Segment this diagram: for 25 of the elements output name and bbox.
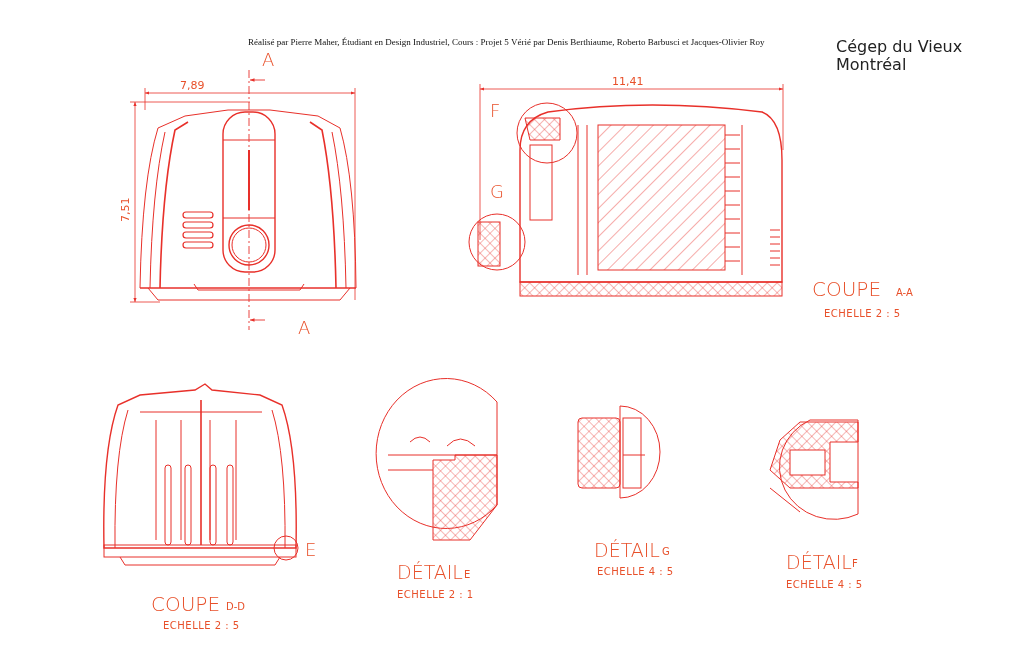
view-suffix: G — [662, 547, 670, 557]
view-suffix: A-A — [896, 288, 913, 298]
dimension-value: 7,89 — [180, 80, 205, 91]
dimension-value: 7,51 — [120, 197, 131, 222]
view-title: COUPE — [812, 279, 882, 299]
detail-mark: F — [490, 102, 501, 120]
scale-note: ECHELLE 4 : 5 — [597, 567, 674, 577]
credits-note: Réalisé par Pierre Maher, Étudiant en Design Industriel, Cours : Projet 5 Vérié par Denis Berthiaume, Roberto Barbusci et Jacques-Olivier Roy — [248, 38, 765, 47]
school-name: Cégep du Vieux Montréal — [836, 38, 964, 74]
dimension-value: 11,41 — [612, 76, 644, 87]
detail-mark: E — [305, 541, 317, 559]
view-title: COUPE — [151, 594, 221, 614]
section-mark: A — [298, 319, 311, 337]
view-suffix: D-D — [226, 602, 245, 612]
view-title: DÉTAIL — [594, 541, 660, 560]
section-mark: A — [262, 51, 275, 69]
detail-mark: G — [490, 183, 504, 201]
view-suffix: E — [464, 570, 471, 580]
scale-note: ECHELLE 4 : 5 — [786, 580, 863, 590]
view-title: DÉTAIL — [397, 563, 463, 582]
view-suffix: F — [852, 559, 858, 569]
scale-note: ECHELLE 2 : 5 — [824, 309, 901, 319]
scale-note: ECHELLE 2 : 5 — [163, 621, 240, 631]
scale-note: ECHELLE 2 : 1 — [397, 590, 474, 600]
view-title: DÉTAIL — [786, 553, 852, 572]
